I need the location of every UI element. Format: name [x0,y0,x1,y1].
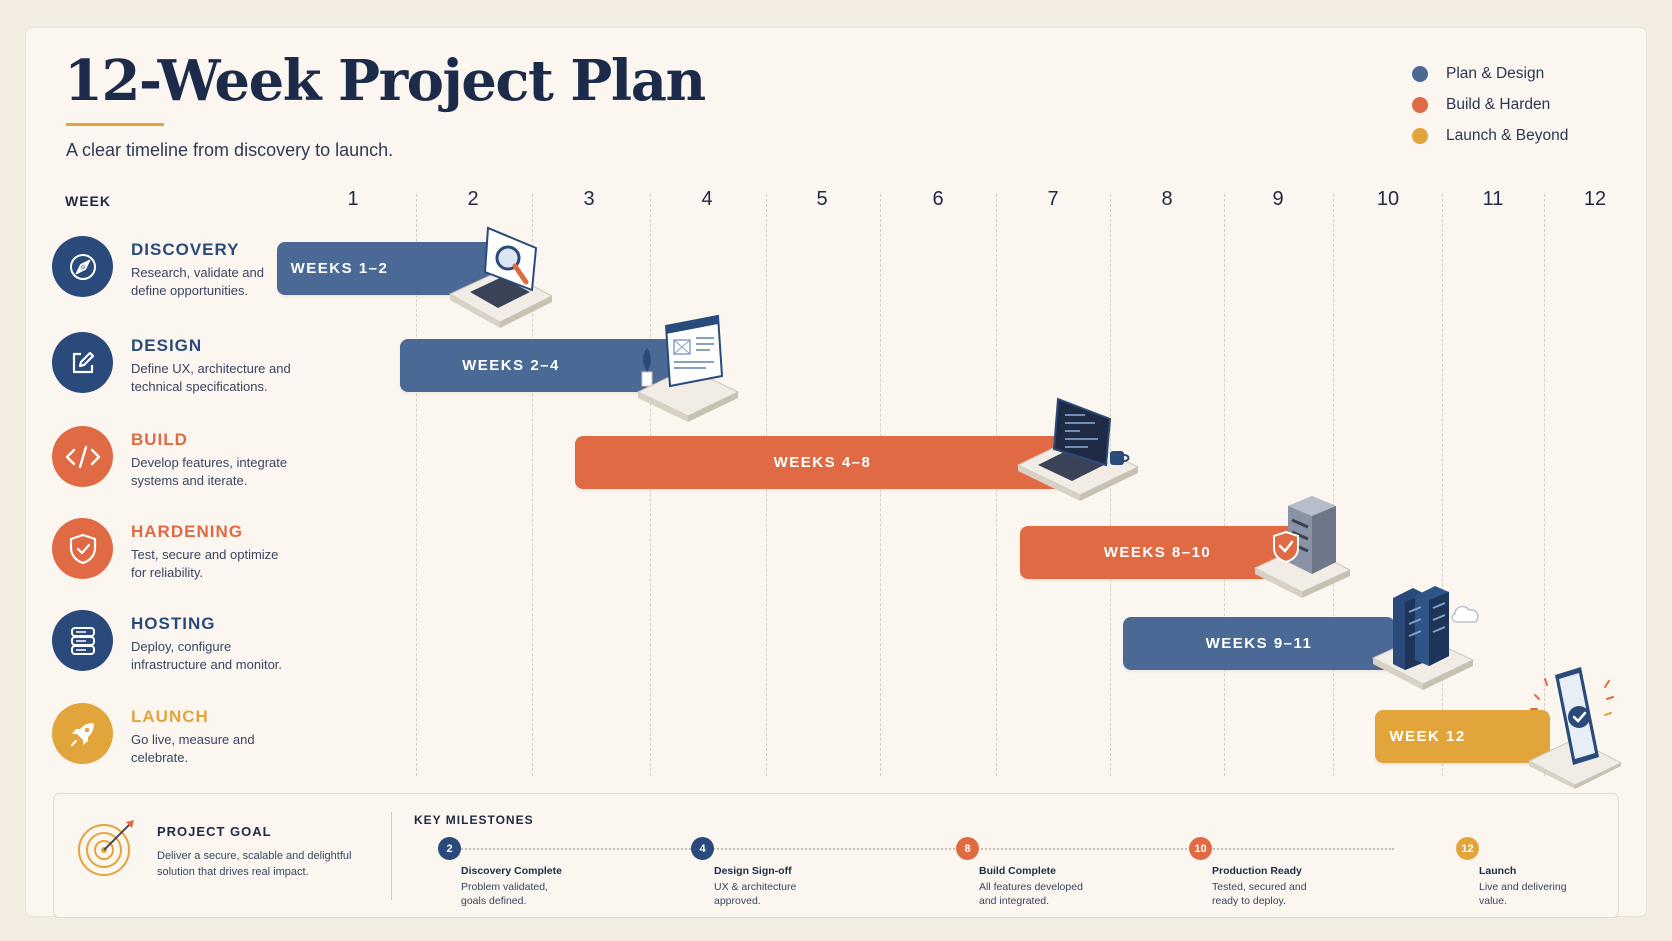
milestone-week-badge: 4 [691,837,714,860]
week-gridline [1544,194,1545,776]
phase-desc: Research, validate and define opportunit… [131,265,264,298]
bar-label: WEEKS 8–10 [1103,544,1212,561]
phase-name: HARDENING [131,522,243,541]
code-icon [52,426,113,487]
phase-name: LAUNCH [131,707,209,726]
bar-label: WEEKS 9–11 [1205,635,1313,652]
week-tick-label: 8 [1161,188,1173,210]
legend-swatch [1412,127,1428,144]
legend-swatch [1412,96,1428,113]
week-tick-label: 2 [467,188,479,210]
data-center-illustration [1371,586,1479,690]
milestone-desc: Tested, secured and ready to deploy. [1212,881,1307,907]
legend-item-plan-design: Plan & Design [1412,58,1568,89]
legend-swatch [1412,65,1428,82]
legend-label: Build & Harden [1446,95,1551,113]
phase-name: HOSTING [131,614,216,633]
shield-icon [52,518,113,579]
milestone-name: Discovery Complete [461,865,562,877]
milestone-name: Design Sign-off [714,865,792,877]
milestone-desc: UX & architecture approved. [714,881,797,907]
phase-desc: Develop features, integrate systems and … [131,455,288,488]
week-tick-label: 11 [1482,188,1504,210]
phase-desc: Define UX, architecture and technical sp… [131,361,291,394]
gantt-bar-hardening[interactable]: WEEKS 8–10 [1020,526,1295,579]
week-tick-label: 12 [1583,188,1607,210]
week-gridline [1224,194,1225,776]
milestones-title: KEY MILESTONES [414,813,534,827]
gantt-bar-hosting[interactable]: WEEKS 9–11 [1123,617,1395,670]
week-gridline [1333,194,1334,776]
gantt-bar-design[interactable]: WEEKS 2–4 [400,339,682,392]
compass-icon [52,236,113,297]
goal-desc: Deliver a secure, scalable and delightfu… [157,850,352,878]
milestone-name: Production Ready [1212,865,1302,877]
milestone-connector [450,848,1394,850]
bar-label: WEEKS 4–8 [773,454,872,471]
phase-desc: Deploy, configure infrastructure and mon… [131,639,283,672]
week-gridline [532,194,533,776]
milestone-week-badge: 12 [1456,837,1479,860]
laptop-code-illustration [1016,397,1140,501]
legend: Plan & Design Build & Harden Launch & Be… [1412,58,1568,151]
panel-divider [391,812,392,900]
milestone-desc: All features developed and integrated. [979,881,1083,907]
week-gridline [1442,194,1443,776]
milestone-week-badge: 8 [956,837,979,860]
legend-item-launch-beyond: Launch & Beyond [1412,120,1568,151]
week-gridline [416,194,417,776]
milestone-name: Launch [1479,865,1517,877]
phase-desc: Go live, measure and celebrate. [131,732,255,765]
page-title: 12-Week Project Plan [64,48,706,114]
milestone-desc: Problem validated, goals defined. [461,881,548,907]
week-tick-label: 10 [1376,188,1400,210]
phase-name: DISCOVERY [131,240,240,259]
week-axis-label: WEEK [65,193,111,209]
gantt-bar-build[interactable]: WEEKS 4–8 [575,436,1070,489]
phone-check-illustration [1527,667,1623,789]
phase-name: DESIGN [131,336,203,355]
milestone-name: Build Complete [979,865,1057,877]
laptop-search-illustration [448,226,554,328]
legend-item-build-harden: Build & Harden [1412,89,1568,120]
week-tick-label: 4 [701,188,713,210]
week-tick-label: 6 [932,188,944,210]
week-tick-label: 9 [1272,188,1284,210]
target-icon [78,820,134,876]
title-underline [66,123,164,126]
legend-label: Plan & Design [1446,64,1545,82]
rocket-icon [52,703,113,764]
server-shield-illustration [1253,496,1352,598]
milestone-week-badge: 10 [1189,837,1212,860]
legend-label: Launch & Beyond [1446,126,1569,144]
milestone-desc: Live and delivering value. [1479,881,1567,907]
server-icon [52,610,113,671]
phase-desc: Test, secure and optimize for reliabilit… [131,547,279,580]
goal-title: PROJECT GOAL [157,824,272,839]
bar-label: WEEKS 1–2 [290,260,389,277]
summary-panel: PROJECT GOAL Deliver a secure, scalable … [53,793,1619,918]
edit-icon [52,332,113,393]
phase-name: BUILD [131,430,188,449]
page-subtitle: A clear timeline from discovery to launc… [66,140,394,160]
gantt-bar-launch[interactable]: WEEK 12 [1375,710,1550,763]
bar-label: WEEKS 2–4 [462,357,560,374]
milestone-week-badge: 2 [438,837,461,860]
week-tick-label: 7 [1047,188,1059,210]
bar-label: WEEK 12 [1389,728,1466,745]
week-tick-label: 5 [816,188,828,210]
week-tick-label: 3 [583,188,595,210]
week-tick-label: 1 [347,188,359,210]
design-wireframe-illustration [636,314,740,422]
